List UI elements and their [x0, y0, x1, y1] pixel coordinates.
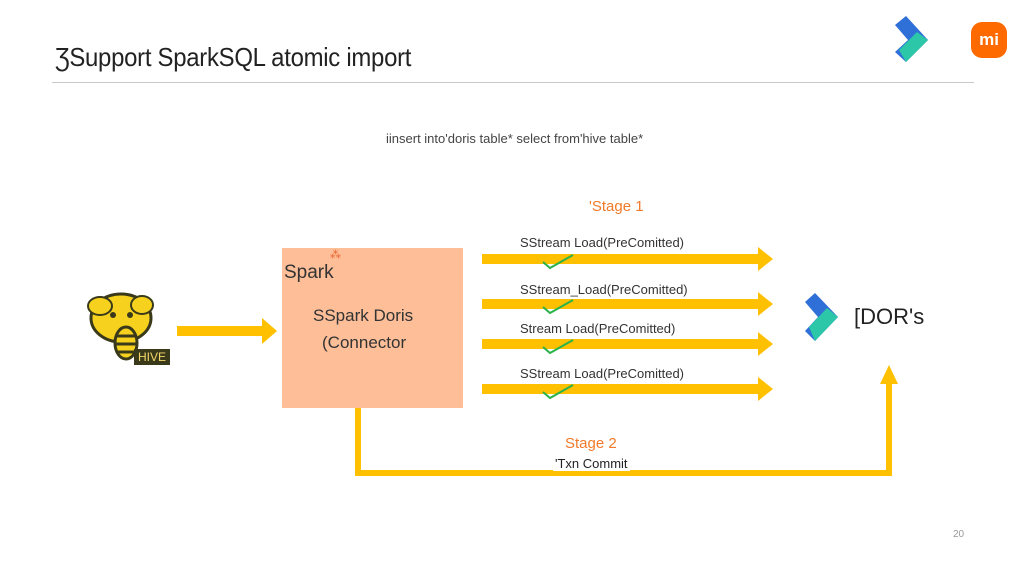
connector-line1-marker: S [313, 306, 325, 325]
xiaomi-logo-text: mi [979, 30, 999, 49]
txn-commit-arrow [355, 365, 898, 476]
doris-text: DOR's [860, 304, 925, 329]
stage1-marker: ' [589, 198, 592, 215]
doris-label: [DOR's [854, 304, 924, 330]
check-icon [542, 384, 574, 400]
txn-marker: ' [555, 456, 558, 471]
hive-to-spark-arrow [177, 318, 277, 344]
stream-load-text: Stream Load(PreComitted) [528, 366, 685, 381]
stage1-text: Stage 1 [591, 198, 644, 215]
title-divider [52, 82, 974, 83]
stream-load-marker: S [520, 366, 529, 381]
sql-statement: iinsert into'doris table* select from'hi… [386, 131, 643, 146]
sql-text: insert into'doris table* select from'hiv… [388, 131, 644, 146]
check-icon [542, 254, 574, 270]
stream-load-marker: S [520, 235, 529, 250]
stream-load-label-2: SStream_Load(PreComitted) [520, 282, 688, 297]
check-icon [542, 299, 574, 315]
connector-line2-text: Connector [327, 333, 407, 352]
connector-line2-marker: ( [322, 333, 328, 352]
connector-line1: SSpark Doris [313, 306, 413, 326]
stream-load-arrow-2 [482, 292, 773, 316]
slide-title: ƷSupport SparkSQL atomic import [55, 42, 411, 73]
spark-connector-box [282, 248, 463, 408]
stream-load-label-1: SStream Load(PreComitted) [520, 235, 684, 250]
connector-line1-text: Spark Doris [324, 306, 414, 325]
stream-load-arrow-4 [482, 377, 773, 401]
stream-load-text: Stream Load(PreComitted) [528, 235, 685, 250]
spark-title: Spark [284, 262, 334, 283]
sql-marker: i [386, 131, 389, 146]
txn-text: Txn Commit [557, 456, 628, 471]
stream-load-arrow-1 [482, 247, 773, 271]
stream-load-label-3: Stream Load(PreComitted) [520, 321, 675, 336]
xiaomi-logo-icon: mi [971, 22, 1007, 58]
doris-marker: [ [854, 304, 861, 329]
title-marker: Ʒ [55, 42, 70, 72]
stream-load-label-4: SStream Load(PreComitted) [520, 366, 684, 381]
stream-load-text: Stream Load(PreComitted) [520, 321, 676, 336]
title-text: Support SparkSQL atomic import [69, 42, 412, 72]
hive-badge: HIVE [134, 349, 171, 365]
stream-load-marker: S [520, 282, 529, 297]
txn-commit-label: 'Txn Commit [553, 456, 630, 471]
check-icon [542, 339, 574, 355]
connector-line2: (Connector [322, 333, 406, 353]
stage1-label: 'Stage 1 [589, 198, 644, 215]
hive-logo-icon [87, 292, 154, 361]
stage2-label: Stage 2 [565, 435, 617, 452]
spark-flame-icon: ⁂ [330, 249, 341, 261]
stream-load-arrow-3 [482, 332, 773, 356]
stream-load-text: Stream_Load(PreComitted) [528, 282, 688, 297]
page-number: 20 [953, 529, 965, 540]
